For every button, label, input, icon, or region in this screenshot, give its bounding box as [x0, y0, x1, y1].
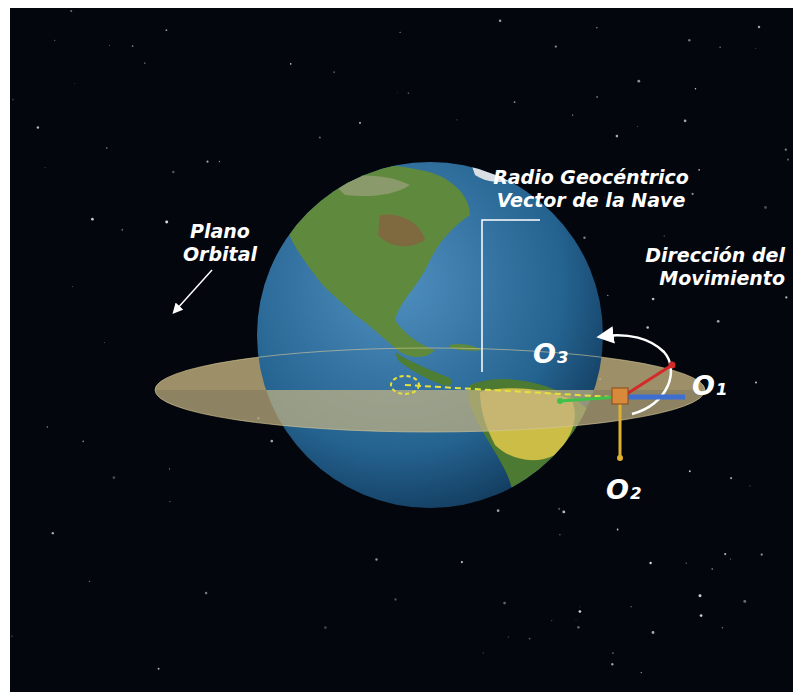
- radius-vector-label: Radio Geocéntrico Vector de la Nave: [478, 166, 704, 212]
- axis-label: O₂: [606, 474, 666, 506]
- plane-label: Plano Orbital: [168, 220, 272, 266]
- axis-label: O₁: [692, 370, 752, 402]
- motion-label: Dirección del Movimiento: [615, 244, 785, 290]
- axis-label: O₃: [533, 338, 593, 370]
